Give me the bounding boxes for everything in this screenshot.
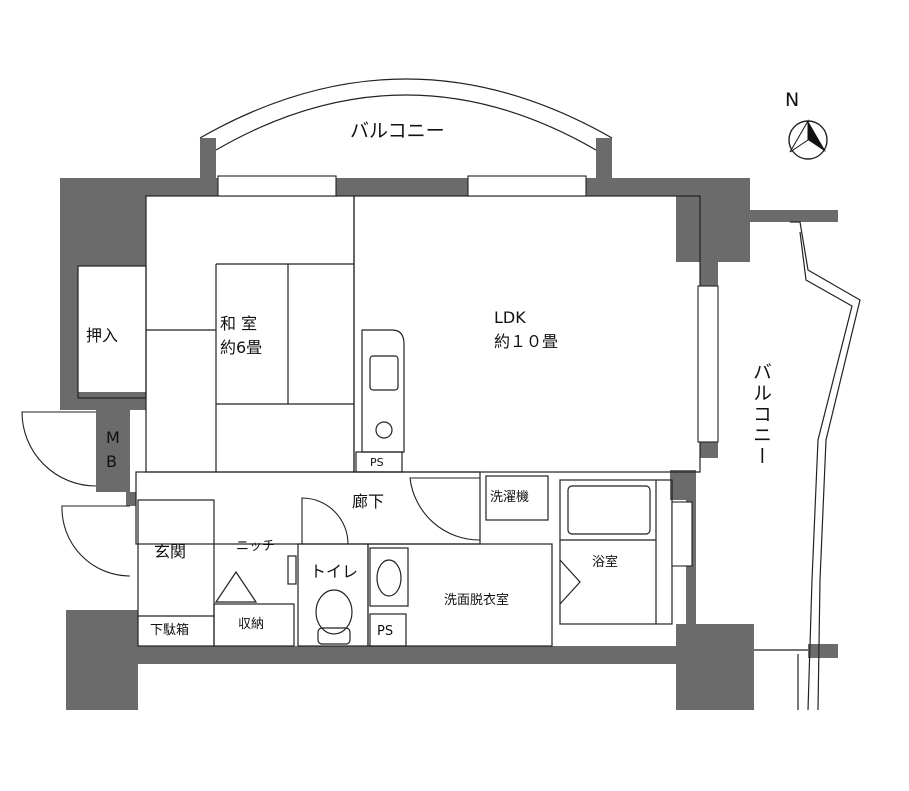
- ldk-name: LDK: [494, 308, 526, 327]
- washitsu-outline: [145, 195, 355, 473]
- mb-label-b: B: [106, 452, 117, 471]
- genkan-outline: [137, 499, 215, 647]
- balcony-post-right: [596, 138, 612, 180]
- washitsu-size: 約6畳: [220, 338, 263, 357]
- niche-label: ニッチ: [236, 539, 276, 554]
- bathtub: [567, 485, 651, 535]
- toilet-room: [297, 543, 369, 647]
- entry-door-swing[interactable]: [61, 505, 131, 577]
- washroom-outline: [367, 543, 553, 647]
- window-bath-east: [671, 501, 693, 567]
- ps-bath-label: PS: [377, 624, 394, 639]
- oshiire-label: 押入: [86, 326, 119, 345]
- toilet-door-swing[interactable]: [301, 497, 349, 545]
- compass-icon: [788, 119, 828, 160]
- balcony-east-outer: [790, 221, 861, 711]
- ldk-size: 約１０畳: [494, 332, 559, 351]
- window-ldk-east: [697, 285, 719, 443]
- ps-kitchen-label: PS: [370, 456, 384, 469]
- toilet-tank: [317, 627, 351, 645]
- getabako-label: 下駄箱: [150, 623, 190, 638]
- balcony-post-left: [200, 138, 216, 180]
- window-ldk: [467, 175, 587, 197]
- kitchen-sink: [369, 355, 399, 391]
- kitchen-stove: [375, 421, 393, 439]
- wall-mb: [96, 410, 130, 492]
- sentakuki-label: 洗濯機: [490, 490, 530, 505]
- wall-southeast: [676, 624, 754, 710]
- wall-southeast-fin: [808, 644, 838, 658]
- wall-south: [66, 646, 754, 664]
- yokushitsu-label: 浴室: [592, 555, 619, 570]
- balcony-east-inner: [799, 231, 853, 711]
- wall-northeast: [676, 178, 750, 262]
- windows: [217, 175, 719, 567]
- wall-north: [60, 178, 750, 196]
- rouka-label: 廊下: [352, 492, 385, 511]
- compass-label: N: [785, 89, 800, 111]
- doors[interactable]: [21, 411, 481, 577]
- hall-door-swing[interactable]: [409, 477, 481, 541]
- wall-west-upper: [60, 178, 146, 266]
- shuno-label: 収納: [238, 617, 265, 632]
- toilet-label: トイレ: [310, 562, 359, 581]
- washitsu-name: 和 室: [220, 314, 258, 333]
- washbasin: [376, 559, 402, 597]
- kitchen-counter: [361, 329, 405, 453]
- ps-bath-box: [369, 613, 407, 647]
- bathroom-outline: [559, 479, 673, 625]
- wall-northeast-fin: [750, 210, 838, 222]
- wall-southwest: [66, 610, 138, 710]
- wall-entry-post: [126, 492, 136, 506]
- balcony-outlines: [199, 78, 861, 711]
- mb-door-swing[interactable]: [21, 411, 97, 487]
- balcony-east-label: バルコニー: [750, 362, 772, 467]
- washbasin-frame: [369, 547, 409, 607]
- washing-machine-box: [485, 475, 549, 521]
- shuno-triangle: [214, 570, 258, 603]
- niche-box: [287, 555, 297, 585]
- wall-west-mid: [60, 266, 78, 406]
- bath-door-mark: [559, 559, 581, 605]
- wall-west-ledge: [60, 392, 146, 410]
- genkan-label: 玄関: [154, 542, 187, 561]
- senmen-label: 洗面脱衣室: [444, 593, 510, 608]
- toilet-bowl: [315, 589, 353, 635]
- hallway-outline: [135, 471, 481, 545]
- wall-east-lower: [670, 470, 696, 500]
- balcony-north-arc-inner: [215, 94, 597, 151]
- balcony-north-arc-outer: [199, 78, 613, 139]
- shuno-outline: [213, 603, 295, 647]
- interior-lines: [77, 195, 701, 647]
- oshiire-outline: [77, 265, 147, 399]
- window-washitsu: [217, 175, 337, 197]
- mb-label-m: M: [106, 428, 120, 447]
- balcony-north-label: バルコニー: [350, 120, 445, 142]
